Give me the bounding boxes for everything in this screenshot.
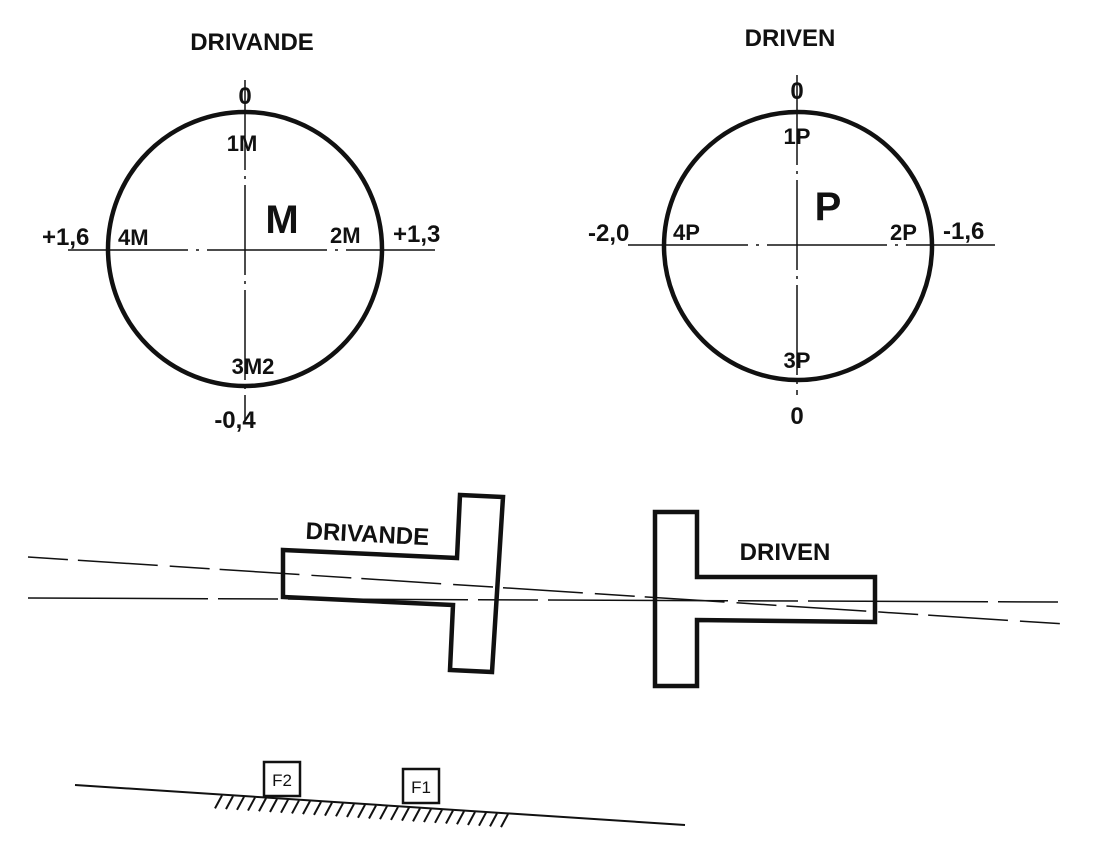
driven-dial: DRIVEN 0 1P P -2,0 4P 2P -1,6 3P 0 [588, 25, 995, 430]
right-value: -1,6 [943, 218, 984, 245]
hatch-mark [478, 812, 487, 827]
left-value: -2,0 [588, 220, 629, 247]
driven-centerline [27, 597, 1063, 603]
foot-f1 [401, 767, 441, 805]
driven-title: DRIVEN [745, 25, 836, 52]
driven-coupling [652, 509, 878, 689]
driven-shaft-label: DRIVEN [740, 539, 831, 566]
hatch-mark [302, 800, 311, 815]
driving-shaft-label: DRIVANDE [305, 518, 430, 551]
hatch-mark [258, 797, 267, 812]
ground-base: F2 F1 [74, 760, 686, 828]
left-value: +1,6 [42, 224, 89, 251]
hatch-mark [489, 812, 498, 827]
hatch-mark [368, 805, 377, 819]
shaft-section: DRIVANDE DRIVEN [27, 492, 1066, 689]
hatch-mark [214, 794, 223, 809]
driving-centerline [27, 556, 1066, 625]
hatch-mark [390, 806, 399, 821]
bottom-value: -0,4 [214, 407, 256, 434]
hatch-mark [313, 801, 322, 816]
center-label: P [815, 185, 842, 229]
driving-title: DRIVANDE [190, 29, 314, 56]
driving-coupling [280, 492, 506, 675]
hatch-mark [467, 811, 476, 826]
hatch-mark [346, 803, 355, 818]
right-value: +1,3 [393, 221, 440, 248]
hatch-mark [434, 809, 443, 824]
point-4: 4M [118, 225, 149, 250]
hatch-mark [412, 807, 421, 822]
ground-hatching [214, 794, 509, 828]
foot-f1-label: F1 [411, 778, 431, 797]
foot-f2-label: F2 [272, 771, 292, 790]
point-1: 1M [227, 131, 258, 156]
hatch-mark [225, 795, 234, 810]
hatch-mark [379, 805, 388, 820]
hatch-mark [357, 804, 366, 819]
hatch-mark [500, 813, 509, 828]
top-value: 0 [790, 78, 803, 105]
hatch-mark [445, 810, 454, 824]
hatch-mark [291, 799, 300, 814]
driving-circle [105, 109, 385, 389]
hatch-mark [324, 802, 333, 817]
top-value: 0 [238, 83, 251, 110]
hatch-mark [423, 808, 432, 823]
ground-line [74, 784, 686, 826]
point-3: 3P [784, 348, 811, 373]
point-2: 2P [890, 220, 917, 245]
foot-f2 [262, 760, 302, 798]
point-4: 4P [673, 220, 700, 245]
driving-dial: DRIVANDE 0 1M M +1,6 4M 2M +1,3 3M2 -0,4 [42, 29, 440, 434]
bottom-value: 0 [790, 403, 803, 430]
hatch-mark [280, 799, 289, 814]
center-label: M [265, 198, 298, 242]
point-3: 3M2 [232, 354, 275, 379]
point-2: 2M [330, 223, 361, 248]
hatch-mark [247, 797, 256, 812]
hatch-mark [456, 810, 465, 825]
point-1: 1P [784, 124, 811, 149]
hatch-mark [401, 807, 410, 822]
hatch-mark [269, 798, 278, 813]
hatch-mark [236, 796, 245, 811]
hatch-mark [335, 802, 344, 817]
driven-circle [661, 109, 935, 383]
